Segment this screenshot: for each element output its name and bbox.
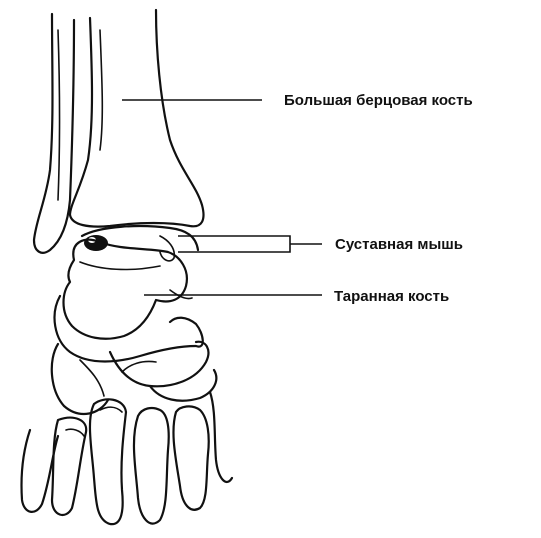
label-talus: Таранная кость xyxy=(334,289,449,304)
leader-lines xyxy=(122,100,322,295)
label-loose-body: Суставная мышь xyxy=(335,237,463,252)
tibia xyxy=(70,10,204,250)
fibula xyxy=(34,14,74,253)
tarsal-bones xyxy=(52,296,217,414)
metatarsal-bones xyxy=(21,392,232,524)
label-tibia: Большая берцовая кость xyxy=(284,93,473,108)
talus xyxy=(64,240,193,339)
